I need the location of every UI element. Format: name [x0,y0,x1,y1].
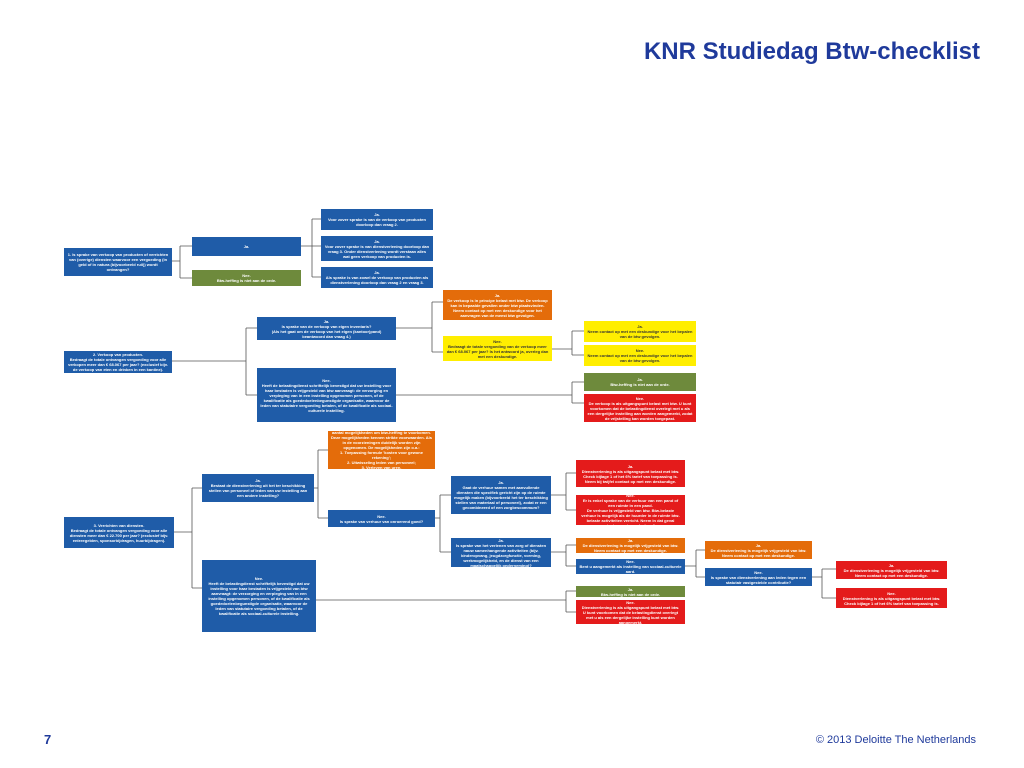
question-2-box: 2. Verkoop van producten. Bedraagt de to… [64,351,172,373]
q3-rental-services-box: Ja. Gaat de verhuur samen met aanvullend… [451,476,551,514]
q1-no-box: Nee. Btw-heffing is niet aan de orde. [192,270,301,286]
q3-social-exempt-box: Ja. De dienstverlening is mogelijk vrijg… [705,541,812,559]
q3-care-question-box: Ja. Is sprake van het verlenen van zorg … [451,538,551,567]
q3-members-question-box: Nee. Is sprake van dienstverlening aan l… [705,568,812,586]
q2-taxed-box: Nee. De verkoop is als uitgangspunt bela… [584,394,696,422]
q3-care-exempt-box: Ja. De dienstverlening is mogelijk vrijg… [576,538,685,553]
q3-social-cultural-box: Nee. Bent u aangemerkt als instelling va… [576,559,685,574]
q3-members-exempt-box: Ja. De dienstverlening is mogelijk vrijg… [836,561,947,579]
q3-yes-box: Ja. Bestaat de dienstverlening uit het t… [202,474,314,502]
copyright-notice: © 2013 Deloitte The Netherlands [815,734,976,746]
q3-no-vat-box: Ja. Btw-heffing is niet aan de orde. [576,586,685,597]
q3-rental-question-box: Nee. Is sprake van verhuur van onroerend… [328,510,435,527]
q1-yes-both-box: Ja. Als sprake is van zowel de verkoop v… [321,267,433,288]
q2-yellow-no-box: Nee. Neem contact op met een deskundige … [584,345,696,366]
q2-yes-inventory-box: Ja. De verkoop is in principe belast met… [443,290,552,320]
q2-yellow-yes-box: Ja. Neem contact op met een deskundige v… [584,321,696,342]
q1-yes-products-box: Ja. Voor zover sprake is van de verkoop … [321,209,433,230]
q2-no-vat-box: Ja. Btw-heffing is niet aan de orde. [584,373,696,391]
q3-rental-exempt-box: Nee. Er is enkel sprake van de verhuur v… [576,495,685,525]
q1-yes-box: Ja. [192,237,301,256]
q3-staffing-box: Ja. Dit is als uitgangspunt belast met b… [328,431,435,469]
q3-no-box: Nee. Heeft de belastingdienst schrifteli… [202,560,316,632]
question-1-box: 1. Is sprake van verkoop van producten o… [64,248,172,276]
q2-no-inventory-box: Nee. Bedraagt de totale vergoeding van d… [443,336,552,361]
page-number: 7 [44,732,52,747]
q2-no-box: Nee. Heeft de belastingdienst schrifteli… [257,368,396,422]
question-3-box: 3. Verrichten van diensten. Bedraagt de … [64,517,174,548]
q1-yes-services-box: Ja. Voor zover sprake is van dienstverle… [321,236,433,261]
q3-taxed-box: Nee. Dienstverlening is als uitgangspunt… [576,600,685,624]
q3-members-taxed-box: Nee. Dienstverlening is als uitgangspunt… [836,588,947,608]
q2-yes-box: Ja. Is sprake van de verkoop van eigen i… [257,317,396,340]
q3-rental-taxed-box: Ja. Dienstverlening is als uitgangspunt … [576,460,685,487]
page-title: KNR Studiedag Btw-checklist [643,38,980,65]
